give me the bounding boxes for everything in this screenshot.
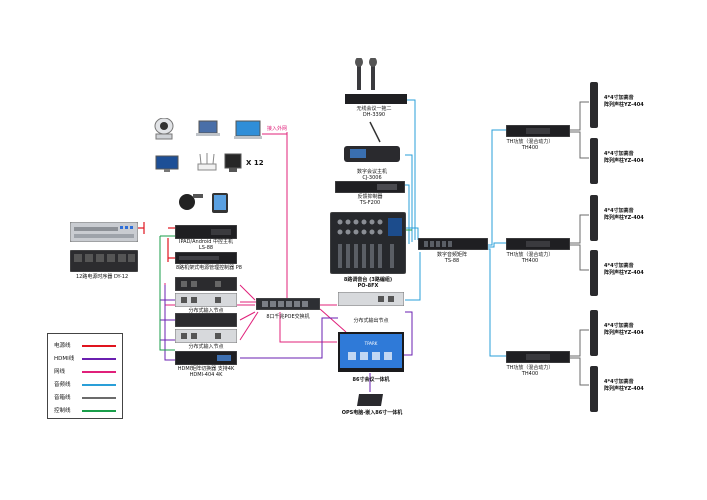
amplifier-2 [506,238,570,250]
power-sequencer-rear [70,250,138,272]
tablet-icon [212,193,228,213]
audio-wires [405,99,506,357]
touch-panel-icon [224,153,242,172]
column-speaker [590,82,598,128]
amplifier-1-label: TH功放（混合动力） TH400 [506,139,554,151]
input-node-2-label: 分布式输入节点 [188,344,224,350]
central-controller [175,225,237,239]
power-manager-label: 8路机架式电源管理控制器 P8 [176,265,242,271]
amplifier-3-label: TH功放（混合动力） TH400 [506,365,554,377]
display-icon [155,155,179,172]
feedback-suppressor-label: 反馈抑制器 TS-F200 [357,194,383,206]
power-sequencer-label: 12路电源时序器 DY-12 [76,274,129,280]
control-wires [159,229,412,351]
ops-label: OPS电脑-嵌入86寸一体机 [341,410,403,416]
legend-label: 网线 [54,369,66,375]
legend-item: 电源线 [48,340,122,352]
screen-brand: TPARK [364,341,378,346]
column-speaker [590,138,598,184]
camera-icon [154,118,174,140]
input-node-2 [175,329,237,343]
mixer-label: 8路调音台 (3路编组) PO-8FX [343,277,393,289]
dsp-matrix [418,238,488,250]
legend-item: 网线 [48,366,122,378]
input-node-1-label: 分布式输入节点 [188,308,224,314]
conference-display [338,332,404,372]
output-node-label: 分布式输出节点 [353,318,389,324]
column-speaker [590,310,598,356]
x12-label: X 12 [246,159,264,167]
poe-switch-label: 8口千兆POE交换机 [266,314,310,320]
legend-swatch [82,384,116,386]
central-controller-label: IPAD/Android 中控主机 LS-88 [178,239,234,251]
access-ext-label: 接入外网 [267,126,288,132]
ops-pc [357,394,383,406]
legend: 电源线 HDMI线网线音频线音箱线控制线 [47,333,123,419]
power-sequencer [70,222,138,242]
column-speaker [590,366,598,412]
router-icon [197,153,217,171]
legend-label: 音箱线 [54,395,71,401]
legend-swatch [82,371,116,373]
column-speaker-label: 4*4寸加高音 阵列声柱YZ-404 [604,95,644,108]
column-speaker [590,250,598,296]
legend-label: 控制线 [54,408,71,414]
poe-switch [256,298,320,310]
amplifier-1 [506,125,570,137]
legend-swatch [82,397,116,399]
legend-item: HDMI线 [48,353,122,365]
input-node-2-top [175,313,237,327]
legend-label: 电源线 [54,343,71,349]
legend-item: 音频线 [48,379,122,391]
conference-unit [344,121,400,162]
dsp-label: 数字音频矩阵 TS-88 [436,252,468,264]
legend-item: 音箱线 [48,392,122,404]
display-label: 86寸会议一体机 [352,377,390,383]
legend-swatch [82,358,116,360]
hdmi-matrix-label: HDMI矩阵切换器 支持4K HDMI-404 4K [177,366,235,378]
column-speaker-label: 4*4寸加高音 阵列声柱YZ-404 [604,379,644,392]
wireless-mic-label: 无线会议一拖二 DH-3390 [356,106,392,118]
power-wires [138,222,175,262]
legend-label: HDMI线 [54,356,75,362]
power-manager [175,252,237,264]
amplifier-3 [506,351,570,363]
feedback-suppressor [335,181,405,193]
legend-swatch [82,410,116,412]
hdmi-wires [160,285,413,392]
hdmi-matrix [175,351,237,365]
laptop-icon [196,120,220,136]
monitor-icon [234,120,262,139]
column-speaker-label: 4*4寸加高音 阵列声柱YZ-404 [604,263,644,276]
legend-label: 音频线 [54,382,71,388]
mixer [330,212,406,274]
column-speaker-label: 4*4寸加高音 阵列声柱YZ-404 [604,323,644,336]
output-node [338,292,404,306]
wireless-mic [345,58,407,104]
column-speaker-label: 4*4寸加高音 阵列声柱YZ-404 [604,208,644,221]
wireless-presenter-icon [179,194,203,210]
amplifier-2-label: TH功放（混合动力） TH400 [506,252,554,264]
column-speaker [590,195,598,241]
speaker-wires [570,101,589,386]
legend-item: 控制线 [48,405,122,417]
conference-unit-label: 数字会议主机 CJ-3006 [356,169,388,181]
input-node-1 [175,293,237,307]
legend-swatch [82,345,116,347]
input-node-top [175,277,237,291]
column-speaker-label: 4*4寸加高音 阵列声柱YZ-404 [604,151,644,164]
